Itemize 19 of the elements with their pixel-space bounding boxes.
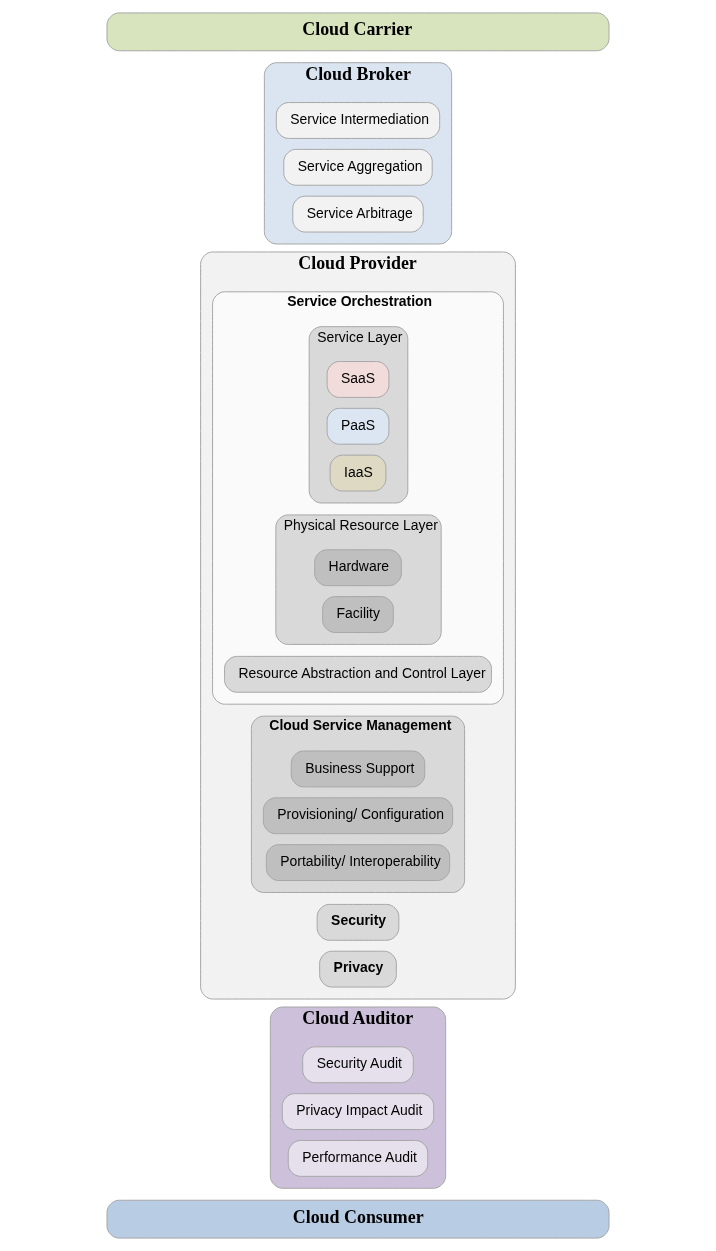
node-box: Cloud Consumer [106, 1199, 610, 1239]
node-box: Provisioning/ Configuration [262, 797, 454, 835]
node-box: Business Support [290, 750, 426, 788]
node-box: Privacy [319, 950, 397, 988]
node-box: Resource Abstraction and Control Layer [224, 655, 492, 693]
node-box: Performance Audit [287, 1140, 429, 1177]
node-box: SaaS [326, 361, 390, 398]
node-box: Cloud Carrier [106, 12, 610, 52]
node-box: Service Arbitrage [292, 195, 424, 233]
node-box: Hardware [314, 549, 402, 587]
node-box: IaaS [329, 454, 387, 492]
node-box: Facility [322, 596, 394, 633]
node-box: Security Audit [302, 1046, 414, 1084]
node-box: PaaS [326, 407, 390, 445]
node-box: Portability/ Interoperability [265, 844, 451, 881]
node-box: Security [316, 903, 400, 941]
node-box: Privacy Impact Audit [281, 1093, 435, 1130]
node-box: Service Aggregation [283, 148, 433, 186]
node-box: Service Intermediation [275, 102, 441, 139]
